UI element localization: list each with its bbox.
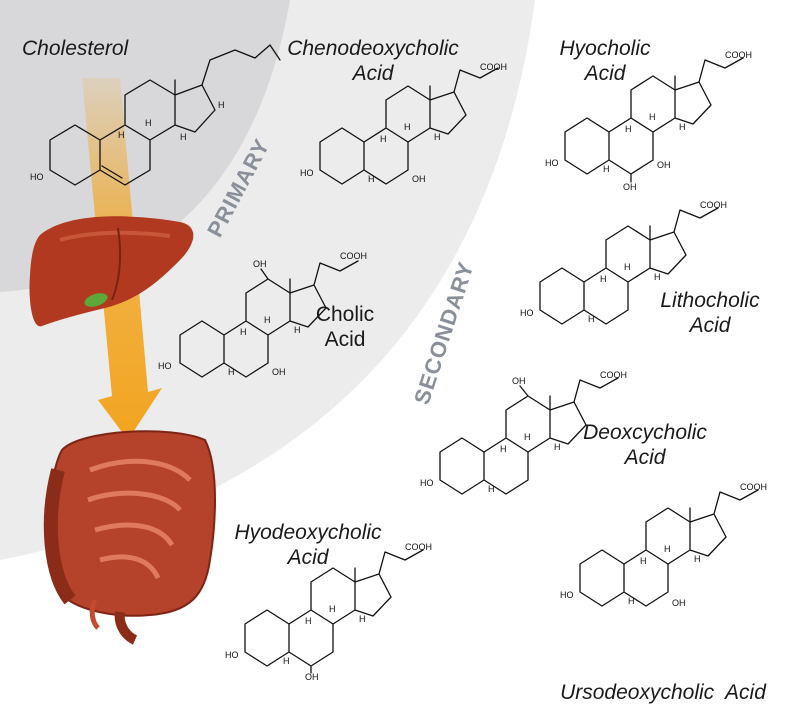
svg-text:H: H [118,130,125,140]
svg-text:COOH: COOH [700,200,727,210]
svg-text:H: H [588,314,595,324]
ursodeoxycholic-structure: HO OH COOH H H H H [560,480,780,620]
svg-text:H: H [488,484,495,494]
svg-text:H: H [640,556,647,566]
svg-text:H: H [228,367,235,377]
liver-icon [29,216,194,327]
svg-text:H: H [294,325,301,335]
svg-text:H: H [180,132,187,142]
svg-text:H: H [500,444,507,454]
svg-text:H: H [624,262,631,272]
svg-text:H: H [283,656,290,666]
svg-text:H: H [625,124,632,134]
svg-text:H: H [380,134,387,144]
svg-text:COOH: COOH [340,251,367,261]
svg-text:HO: HO [158,361,172,371]
svg-text:H: H [359,614,366,624]
cholic-structure: HO OH OH COOH H H H H [155,245,385,385]
svg-text:OH: OH [657,160,671,170]
svg-text:OH: OH [253,259,267,269]
intestine-icon [43,430,216,645]
svg-text:H: H [404,122,411,132]
svg-text:COOH: COOH [405,542,432,552]
svg-text:H: H [603,164,610,174]
svg-text:H: H [368,174,375,184]
hyocholic-structure: HO OH OH COOH H H H H [545,40,775,192]
svg-text:COOH: COOH [725,50,752,60]
svg-text:H: H [600,274,607,284]
cholesterol-structure: HO H H H H [30,40,281,190]
svg-text:H: H [554,442,561,452]
svg-text:OH: OH [623,182,637,192]
svg-text:HO: HO [420,478,434,488]
svg-text:H: H [240,327,247,337]
cholesterol-label: Cholesterol [22,37,129,60]
lithocholic-structure: HO COOH H H H H [520,200,740,330]
svg-text:H: H [664,544,671,554]
svg-text:HO: HO [300,168,314,178]
svg-text:COOH: COOH [600,370,627,380]
svg-text:H: H [434,132,441,142]
svg-text:HO: HO [225,650,239,660]
svg-text:H: H [679,122,686,132]
deoxycholic-structure: HO OH COOH H H H H [420,370,640,500]
hyodeoxycholic-structure: HO OH COOH H H H H [225,540,455,682]
svg-text:H: H [524,432,531,442]
svg-text:H: H [329,604,336,614]
svg-text:OH: OH [672,598,686,608]
svg-text:OH: OH [412,174,426,184]
svg-text:OH: OH [272,367,286,377]
svg-text:HO: HO [30,172,44,182]
svg-text:H: H [694,554,701,564]
svg-text:OH: OH [305,672,319,682]
ursodeoxycholic-label: Ursodeoxycholic Acid [560,681,766,704]
svg-text:H: H [649,112,656,122]
svg-text:COOH: COOH [480,62,507,72]
svg-text:COOH: COOH [740,482,767,492]
svg-text:H: H [218,100,225,110]
primary-region [0,0,290,292]
svg-text:H: H [305,616,312,626]
svg-text:OH: OH [512,376,526,386]
svg-text:HO: HO [545,158,559,168]
chenodeoxycholic-structure: HO OH COOH H H H H [300,60,520,190]
svg-text:H: H [654,272,661,282]
svg-text:HO: HO [560,590,574,600]
svg-text:H: H [145,118,152,128]
svg-text:H: H [628,596,635,606]
svg-text:HO: HO [520,308,534,318]
svg-text:H: H [264,315,271,325]
